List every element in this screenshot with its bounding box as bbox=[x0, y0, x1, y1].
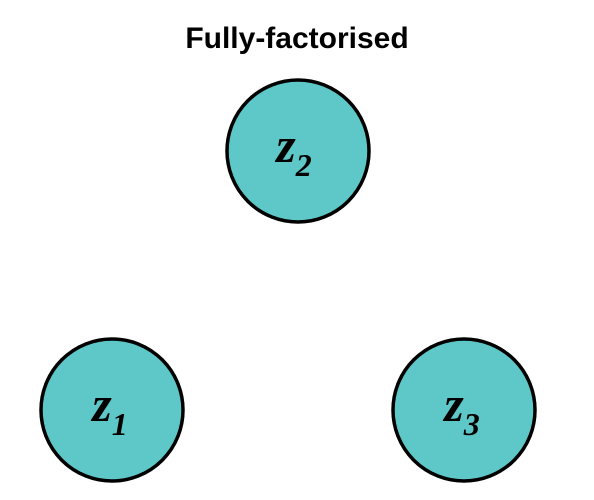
node-z3-subscript: 3 bbox=[463, 406, 480, 442]
node-z1-label: z1 bbox=[90, 376, 127, 442]
node-z3-variable: z bbox=[442, 376, 464, 432]
node-z3: z3 bbox=[391, 337, 537, 483]
node-z2-variable: z bbox=[274, 117, 296, 173]
diagram-title: Fully-factorised bbox=[185, 22, 408, 55]
node-z2-subscript: 2 bbox=[295, 147, 312, 183]
node-z3-label: z3 bbox=[442, 376, 479, 442]
node-z2: z2 bbox=[225, 78, 371, 224]
node-z1-variable: z bbox=[90, 376, 112, 432]
node-z2-label: z2 bbox=[274, 117, 311, 183]
node-z2-circle bbox=[225, 78, 371, 224]
node-z1-subscript: 1 bbox=[112, 406, 128, 442]
node-z1: z1 bbox=[39, 337, 185, 483]
node-z1-circle bbox=[39, 337, 185, 483]
node-z3-circle bbox=[391, 337, 537, 483]
